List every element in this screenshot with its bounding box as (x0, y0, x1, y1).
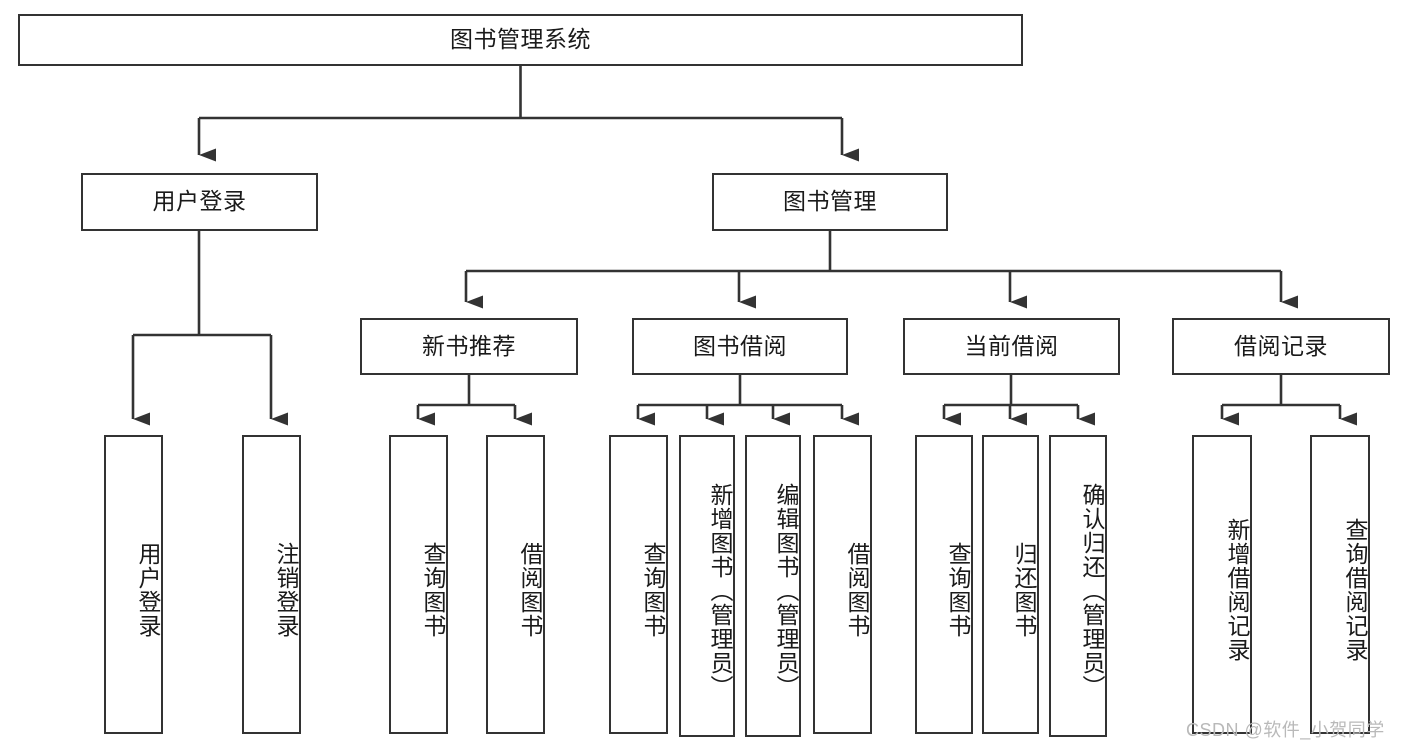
node-borrow-record[interactable]: 借阅记录 (1172, 318, 1390, 375)
node-leaf-query-record[interactable]: 查询借阅记录 (1310, 435, 1370, 734)
node-current-borrow[interactable]: 当前借阅 (903, 318, 1120, 375)
node-leaf-query-book-2[interactable]: 查询图书 (609, 435, 668, 734)
node-leaf-edit-book[interactable]: 编辑图书（管理员） (745, 435, 801, 737)
node-leaf-borrow-book-2[interactable]: 借阅图书 (813, 435, 872, 734)
node-leaf-query-book-1[interactable]: 查询图书 (389, 435, 448, 734)
node-leaf-logout[interactable]: 注销登录 (242, 435, 301, 734)
node-leaf-add-book[interactable]: 新增图书（管理员） (679, 435, 735, 737)
csdn-watermark: CSDN @软件_小贺同学 (1186, 720, 1385, 740)
node-leaf-confirm-return[interactable]: 确认归还（管理员） (1049, 435, 1107, 737)
node-root-book-management-system[interactable]: 图书管理系统 (18, 14, 1023, 66)
node-leaf-user-login[interactable]: 用户登录 (104, 435, 163, 734)
node-leaf-add-record[interactable]: 新增借阅记录 (1192, 435, 1252, 734)
node-leaf-query-book-3[interactable]: 查询图书 (915, 435, 973, 734)
node-book-borrow[interactable]: 图书借阅 (632, 318, 848, 375)
node-book-management[interactable]: 图书管理 (712, 173, 948, 231)
node-leaf-return-book[interactable]: 归还图书 (982, 435, 1039, 734)
node-user-login[interactable]: 用户登录 (81, 173, 318, 231)
node-leaf-borrow-book-1[interactable]: 借阅图书 (486, 435, 545, 734)
node-new-book-recommend[interactable]: 新书推荐 (360, 318, 578, 375)
